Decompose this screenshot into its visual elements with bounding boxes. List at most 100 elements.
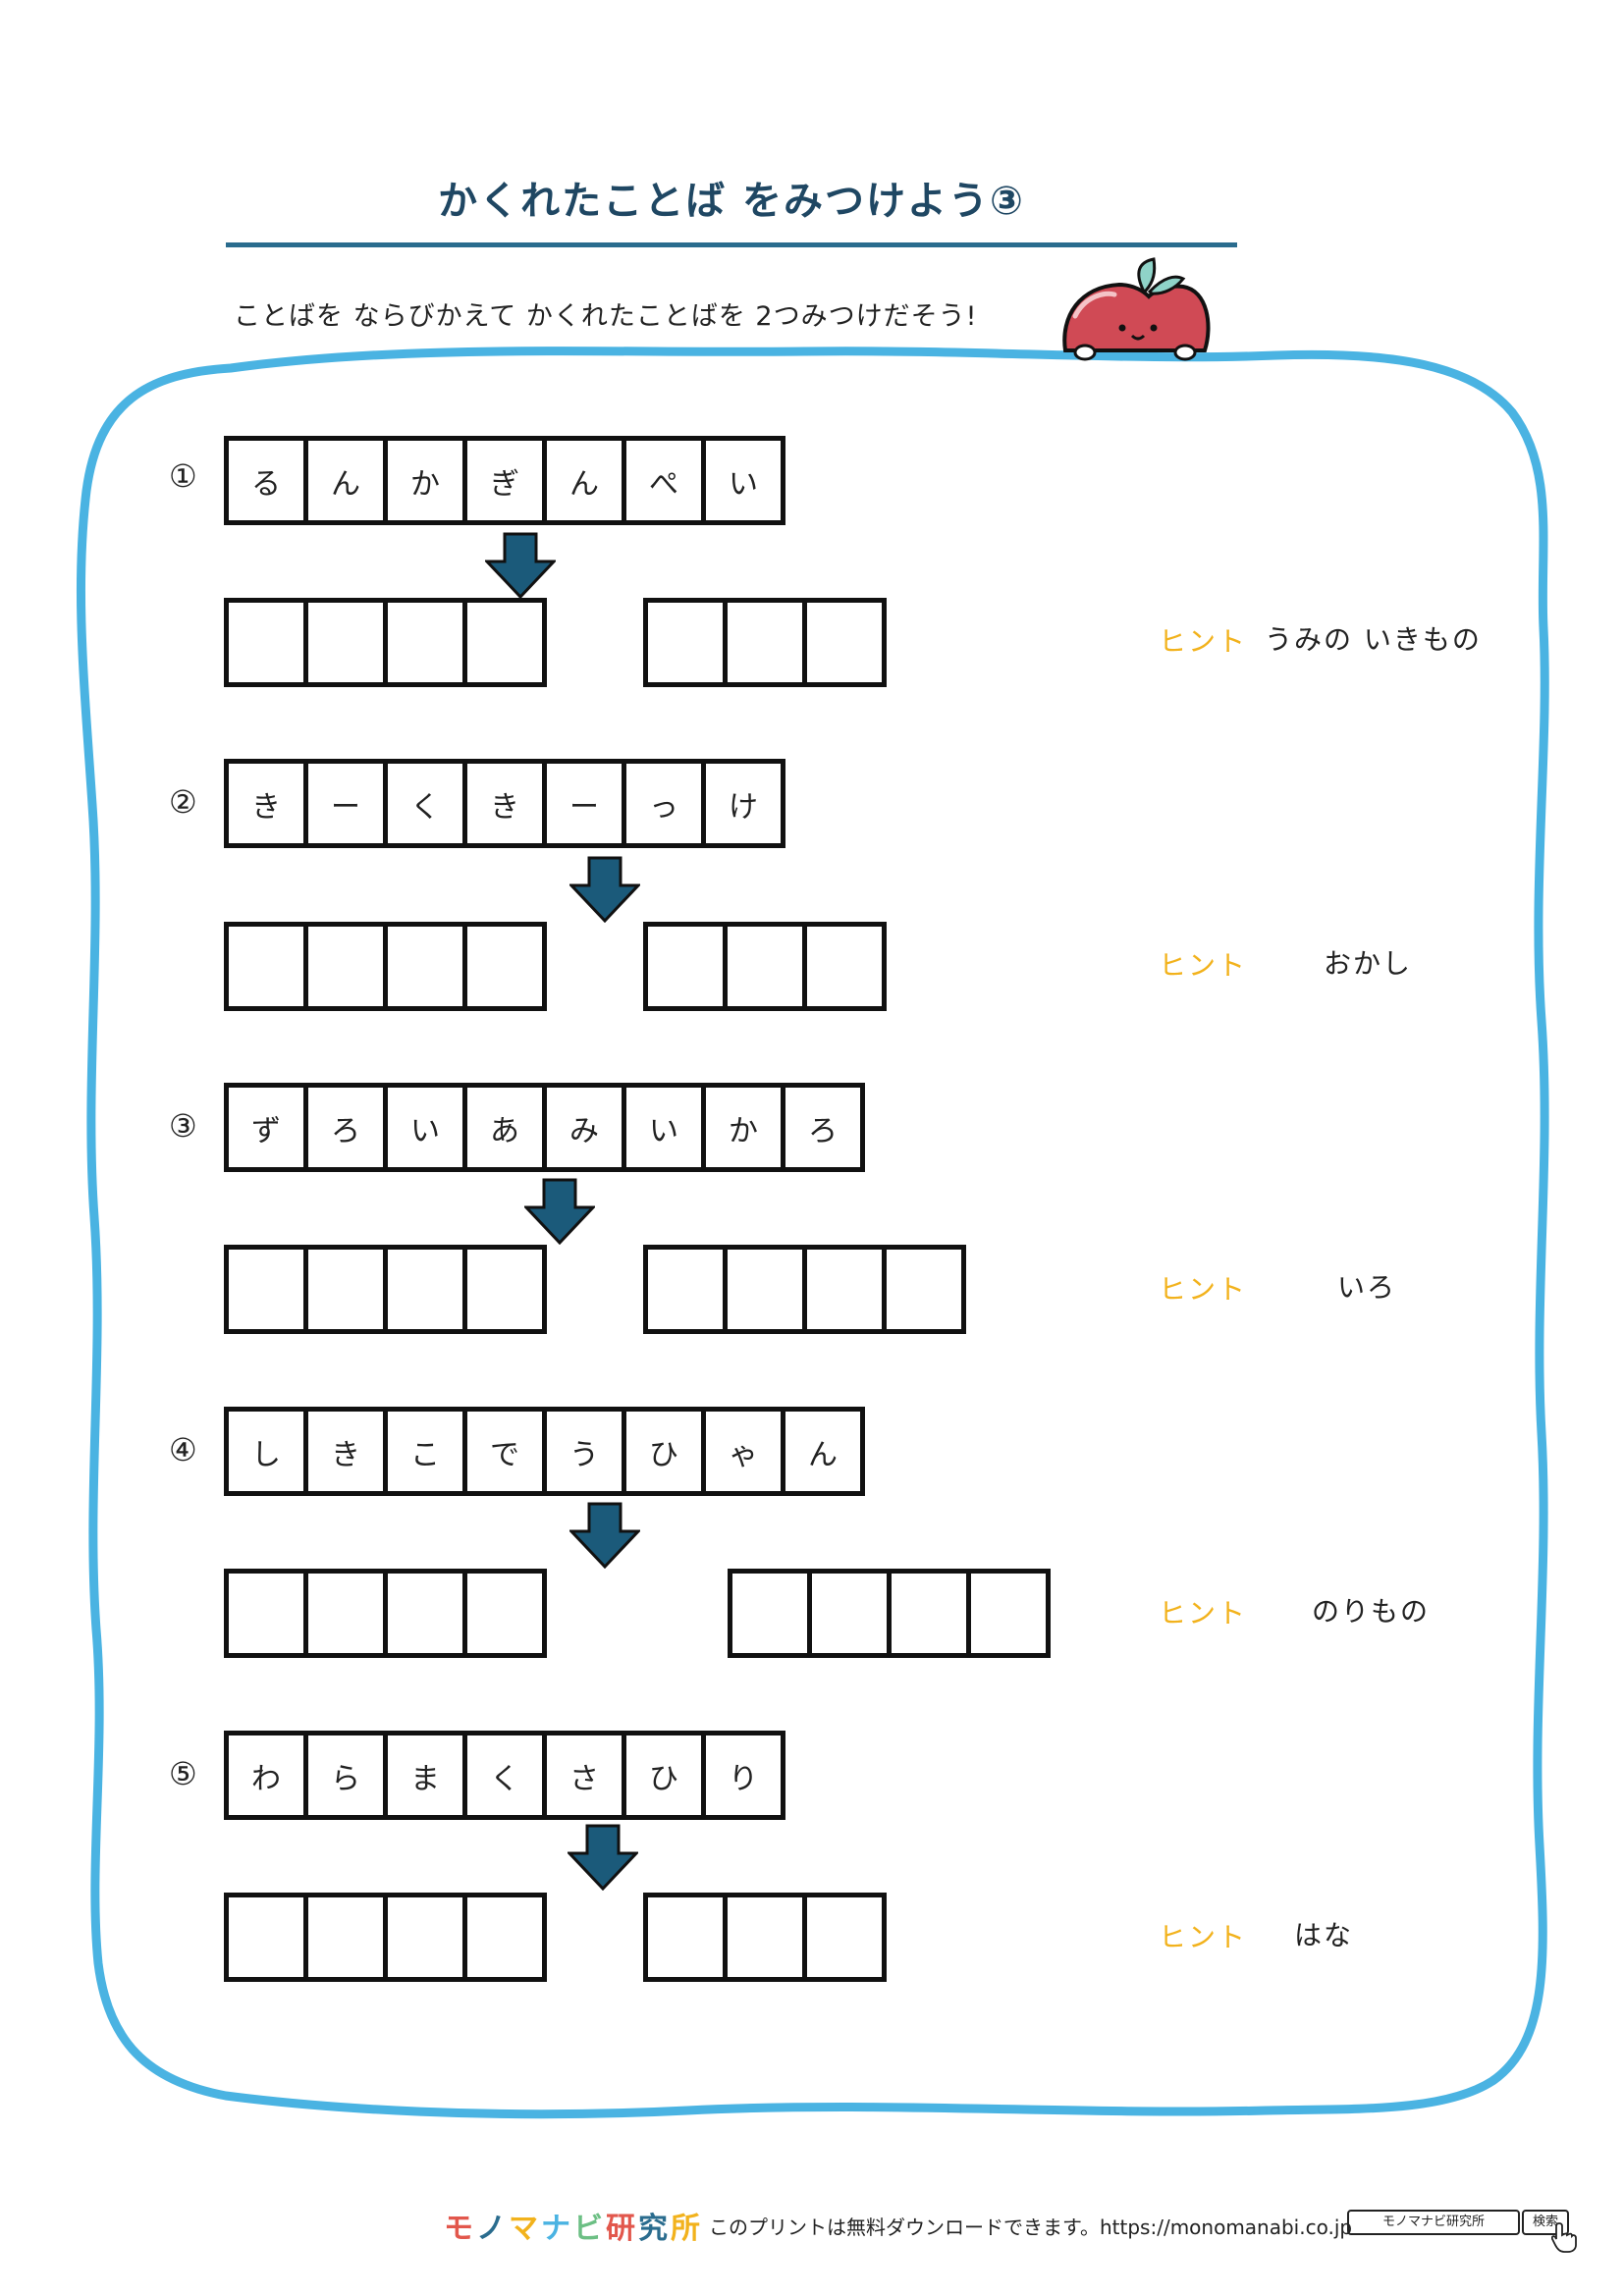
answer-cell[interactable] [648, 1897, 723, 1977]
answer-cell[interactable] [383, 1897, 462, 1977]
answer-cell[interactable] [462, 1897, 542, 1977]
letter-cell: る [251, 466, 281, 502]
answer-cell[interactable] [303, 1250, 383, 1329]
answer-cell[interactable] [303, 1574, 383, 1653]
answer-cell[interactable] [462, 1574, 542, 1653]
puzzle-number: ② [169, 783, 197, 821]
letter-cell: ん [303, 441, 383, 520]
answer-cell[interactable] [732, 1574, 807, 1653]
puzzle-number: ① [169, 457, 197, 495]
letter-cell: い [622, 1088, 701, 1167]
letter-cell: あ [462, 1088, 542, 1167]
answer-cell[interactable] [383, 1574, 462, 1653]
answer-cell[interactable] [383, 927, 462, 1006]
letter-cell: く [462, 1735, 542, 1815]
hint-text: うみの いきもの [1265, 623, 1482, 656]
letter-cell: ろ [303, 1088, 383, 1167]
brand-letter: ナ [541, 2212, 573, 2246]
letter-cell: ゃ [701, 1412, 781, 1491]
answer-cell[interactable] [462, 1250, 542, 1329]
answer-cell[interactable] [802, 603, 882, 682]
brand-letter: 所 [671, 2212, 703, 2246]
brand-letter: モ [444, 2212, 476, 2246]
answer-cell[interactable] [966, 1574, 1046, 1653]
puzzle-number: ③ [169, 1107, 197, 1145]
answer-cell[interactable] [648, 603, 723, 682]
brand-logo[interactable]: モノマナビ研究所 [444, 2204, 703, 2247]
hint-text: おかし [1324, 947, 1413, 980]
answer-cell[interactable] [882, 1250, 961, 1329]
answer-cell[interactable] [802, 1250, 882, 1329]
answer-box-a[interactable] [224, 922, 547, 1011]
letter-row: る ん か ぎ ん ぺ い [224, 436, 785, 525]
brand-letter: ビ [573, 2212, 606, 2246]
search-input[interactable]: モノマナビ研究所 [1347, 2210, 1520, 2235]
letter-cell: ひ [622, 1412, 701, 1491]
apple-mascot-icon [1062, 257, 1211, 361]
answer-cell[interactable] [229, 1574, 303, 1653]
letter-cell: み [542, 1088, 622, 1167]
answer-cell[interactable] [229, 1250, 303, 1329]
answer-cell[interactable] [807, 1574, 887, 1653]
letter-row: し き こ で う ひ ゃ ん [224, 1407, 865, 1496]
letter-cell: っ [622, 764, 701, 843]
letter-cell: か [383, 441, 462, 520]
instruction-text: ことばを ならびかえて かくれたことばを 2つみつけだそう! [234, 301, 978, 332]
answer-cell[interactable] [648, 927, 723, 1006]
letter-row: き ー く き ー っ け [224, 759, 785, 848]
letter-cell: ぎ [462, 441, 542, 520]
letter-cell: り [701, 1735, 781, 1815]
letter-cell: わ [251, 1761, 281, 1796]
letter-cell: さ [542, 1735, 622, 1815]
answer-cell[interactable] [723, 1897, 802, 1977]
answer-cell[interactable] [303, 603, 383, 682]
answer-box-b[interactable] [643, 598, 887, 687]
answer-box-b[interactable] [643, 1245, 966, 1334]
letter-cell: で [462, 1412, 542, 1491]
answer-box-a[interactable] [224, 598, 547, 687]
letter-cell: う [542, 1412, 622, 1491]
answer-cell[interactable] [303, 927, 383, 1006]
answer-cell[interactable] [723, 1250, 802, 1329]
answer-cell[interactable] [383, 603, 462, 682]
letter-cell: け [701, 764, 781, 843]
letter-cell: ら [303, 1735, 383, 1815]
answer-cell[interactable] [303, 1897, 383, 1977]
footer: モノマナビ研究所 このプリントは無料ダウンロードできます。https://mon… [0, 2204, 1624, 2253]
answer-box-a[interactable] [224, 1569, 547, 1658]
answer-cell[interactable] [723, 603, 802, 682]
letter-cell: く [383, 764, 462, 843]
letter-cell: こ [383, 1412, 462, 1491]
answer-cell[interactable] [887, 1574, 966, 1653]
letter-cell: き [251, 789, 281, 825]
answer-cell[interactable] [462, 927, 542, 1006]
letter-row: ず ろ い あ み い か ろ [224, 1083, 865, 1172]
letter-cell: ひ [622, 1735, 701, 1815]
answer-cell[interactable] [383, 1250, 462, 1329]
letter-cell: ー [303, 764, 383, 843]
letter-cell: い [383, 1088, 462, 1167]
brand-letter: ノ [476, 2212, 509, 2246]
letter-row: わ ら ま く さ ひ り [224, 1731, 785, 1820]
hint-text: のりもの [1312, 1595, 1431, 1628]
answer-cell[interactable] [229, 1897, 303, 1977]
answer-cell[interactable] [723, 927, 802, 1006]
answer-cell[interactable] [229, 927, 303, 1006]
letter-cell: し [251, 1437, 281, 1472]
answer-box-b[interactable] [643, 1893, 887, 1982]
answer-box-a[interactable] [224, 1245, 547, 1334]
answer-box-a[interactable] [224, 1893, 547, 1982]
answer-cell[interactable] [802, 1897, 882, 1977]
answer-cell[interactable] [229, 603, 303, 682]
answer-box-b[interactable] [728, 1569, 1051, 1658]
answer-cell[interactable] [648, 1250, 723, 1329]
answer-box-b[interactable] [643, 922, 887, 1011]
down-arrow-icon [569, 856, 640, 923]
answer-cell[interactable] [802, 927, 882, 1006]
search-button[interactable]: 検索 [1522, 2210, 1569, 2235]
letter-cell: ん [542, 441, 622, 520]
brand-letter: マ [509, 2212, 541, 2246]
answer-cell[interactable] [462, 603, 542, 682]
hand-cursor-icon [1551, 2222, 1577, 2253]
